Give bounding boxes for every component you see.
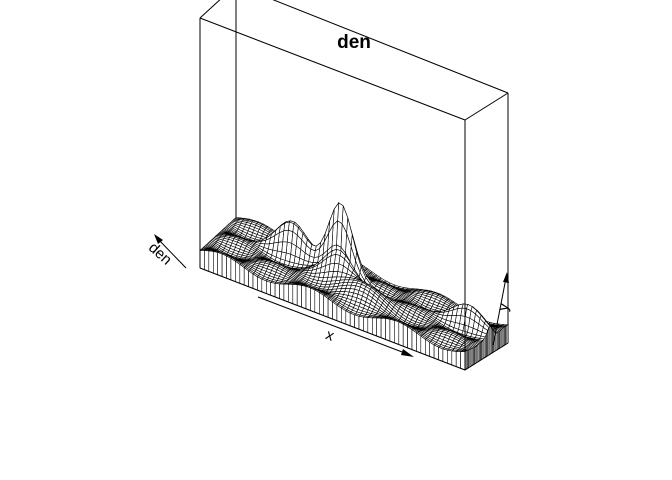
surface-skirt-facet <box>323 294 329 318</box>
z-axis-arrowhead <box>154 234 163 244</box>
surface-skirt-facet <box>283 283 289 303</box>
x-axis-arrowhead <box>401 349 414 357</box>
surface-skirt-facet <box>265 280 272 296</box>
surface-skirt-facet <box>416 332 422 354</box>
surface-skirt-facet <box>230 257 236 283</box>
surface-skirt-facet <box>420 335 426 356</box>
surface-skirt-facet <box>367 317 373 335</box>
box-edge-front-bottom <box>199 267 466 371</box>
box-edge-top-front <box>199 17 466 121</box>
surface-skirt-facet <box>274 282 280 300</box>
surface-skirt-facet <box>217 252 223 277</box>
surface-skirt-facet <box>345 310 351 327</box>
bounding-box-front <box>199 0 509 371</box>
y-axis-arrowhead <box>503 272 509 283</box>
z-axis-arrow <box>156 237 187 269</box>
surface-skirt-facet <box>455 351 461 369</box>
surface-skirt-facet <box>424 338 431 357</box>
surface-skirt-facet <box>451 350 457 368</box>
surface-skirt-facet <box>239 263 245 286</box>
surface-skirt-facet <box>204 250 210 272</box>
surface-skirt-facet <box>371 317 378 337</box>
y-axis-label: y <box>494 301 512 312</box>
surface-skirt-facet <box>433 344 439 361</box>
surface-skirt-facet <box>376 317 382 339</box>
density-surface <box>199 201 509 371</box>
surface-skirt-facet <box>213 251 218 276</box>
surface-skirt-facet <box>296 284 302 308</box>
surface-skirt-facet <box>380 317 386 340</box>
surface-skirt-facet <box>257 276 263 293</box>
surface-skirt-facet <box>248 270 254 289</box>
z-axis-label: den <box>145 239 175 268</box>
box-edge-top-right <box>464 92 509 121</box>
surface-skirt-facet <box>208 250 214 274</box>
surface-skirt-facet <box>292 284 298 306</box>
surface-skirt-facet <box>363 316 369 334</box>
box-edge-right-floor <box>464 342 509 371</box>
z-axis: den <box>145 234 187 269</box>
surface-skirt-facet <box>349 312 355 328</box>
surface-skirt-facet <box>235 260 241 284</box>
surface-skirt-facet <box>402 323 408 349</box>
surface-skirt-facet <box>407 326 413 351</box>
surface-skirt-facet <box>340 307 347 325</box>
surface-skirt-facet <box>310 287 316 313</box>
x-axis-label: x <box>323 326 337 345</box>
surface-skirt-facet <box>252 273 258 291</box>
surface-skirt-facet <box>385 318 391 342</box>
surface-skirt-facet <box>301 285 307 310</box>
surface-skirt-facet <box>318 291 325 317</box>
surface-skirt-facet <box>221 253 227 279</box>
surface-skirt-facet <box>393 319 400 345</box>
surface-skirt-facet <box>438 346 444 362</box>
surface-skirt-facet <box>287 283 294 305</box>
surface-skirt-facet <box>243 267 249 288</box>
surface-skirt-facet <box>354 314 360 330</box>
surface-skirt-facet <box>305 285 311 311</box>
surface-skirt-facet <box>460 351 466 371</box>
surface-skirt-facet <box>429 341 435 359</box>
surface-skirt-facet <box>270 282 276 298</box>
surface-skirt-facet <box>411 329 417 352</box>
box-edge-top-left <box>199 0 221 19</box>
surface-skirt-facet <box>314 289 320 315</box>
surface-skirt-facet <box>506 324 509 345</box>
surface-skirt-facet <box>358 315 364 332</box>
surface-skirt-facet <box>398 321 404 347</box>
surface-skirt-facet <box>327 298 333 320</box>
surface-skirt-facet <box>279 283 285 301</box>
surface-skirt-facet <box>389 318 395 344</box>
box-edge-top-back <box>272 0 509 94</box>
y-axis: y <box>492 272 513 346</box>
surface-skirt-facet <box>226 255 232 281</box>
chart-title: den <box>337 32 371 53</box>
surface-skirt-facet <box>446 349 453 366</box>
y-axis-arrow <box>492 277 507 346</box>
x-axis-arrow <box>257 296 411 356</box>
surface-skirt-facet <box>199 250 205 271</box>
surface-skirt-facet <box>336 304 342 323</box>
surface-skirt-facet <box>332 301 338 322</box>
surface-skirt-facet <box>261 278 267 294</box>
surface-skirt-facet <box>442 348 448 364</box>
